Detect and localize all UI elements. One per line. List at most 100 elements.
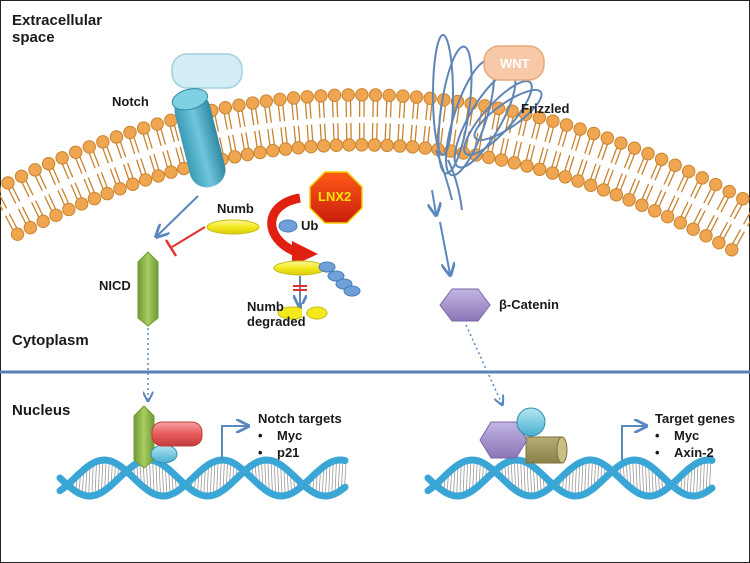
lipid-head-outer [300, 90, 314, 104]
lipid-tail [267, 129, 271, 148]
lipid-tail [557, 128, 564, 146]
dna-helix-wnt [424, 456, 716, 500]
lipid-head-inner [482, 150, 496, 165]
lipid-tail [34, 174, 43, 192]
lipid-tail [601, 142, 609, 160]
lipid-head-outer [136, 121, 151, 135]
lipid-head-inner [571, 174, 585, 188]
lipid-head-outer [600, 131, 615, 145]
dna-base-pair [590, 459, 593, 491]
lipid-tail [0, 203, 4, 211]
lipid-tail [113, 167, 122, 185]
dna-strand-2 [56, 456, 349, 500]
dna-base-pair [88, 465, 91, 496]
lipid-head-outer [627, 141, 642, 155]
lipid-head-outer [164, 113, 178, 127]
lipid-head-inner [329, 138, 344, 152]
lipid-tail [122, 163, 131, 182]
lipid-head-outer [423, 91, 437, 106]
dna-base-pair [705, 460, 709, 493]
wnt-transcription-arrow [621, 426, 645, 460]
notch-target-item: • Myc [258, 428, 303, 443]
dna-base-pair [689, 467, 693, 496]
lipid-tail [280, 127, 284, 146]
extracellular-space-label: Extracellular space [12, 12, 102, 46]
dna-base-pair [693, 465, 696, 497]
lipid-head-outer [123, 125, 137, 140]
lipid-head-inner [494, 153, 509, 167]
lipid-tail [567, 156, 575, 174]
lipid-tail [20, 180, 30, 198]
lipid-head-outer [273, 92, 287, 107]
lipid-tail [293, 126, 297, 145]
lipid-head-inner [584, 178, 598, 193]
lnx2-octagon [309, 171, 363, 224]
target-gene-axin2: Axin-2 [674, 445, 714, 460]
lipid-tail [87, 177, 96, 195]
lipid-tail [175, 147, 182, 166]
lipid-tail [250, 107, 255, 126]
lipid-tail [284, 126, 288, 145]
dna-base-pair [469, 460, 472, 493]
lipid-tail [538, 147, 545, 166]
dna-base-pair [686, 470, 689, 495]
lipid-tail [61, 188, 70, 206]
lipid-head-inner [558, 170, 572, 184]
lipid-head-outer [96, 135, 110, 149]
ub-label: Ub [301, 218, 319, 233]
lipid-head-outer [409, 90, 424, 104]
lipid-tail [542, 148, 549, 167]
dna-base-pair [209, 463, 213, 496]
lipid-head-outer [654, 152, 669, 166]
dna-base-pair [577, 463, 581, 496]
lipid-tail [696, 210, 706, 227]
lipid-tail [385, 99, 388, 118]
lipid-head-inner [240, 147, 255, 162]
dna-base-pair [94, 462, 97, 496]
lipid-tail [512, 140, 518, 159]
lipid-tail [716, 193, 727, 211]
lipid-tail [74, 182, 83, 200]
lipid-head-outer [14, 169, 29, 183]
dna-base-pair [465, 460, 469, 495]
lipid-head-inner [648, 204, 662, 218]
lipid-tail [667, 169, 677, 187]
lipid-tail [589, 163, 597, 182]
dna-base-pair [523, 461, 526, 495]
dna-base-pair [651, 467, 654, 496]
beta-catenin-label: β-Catenin [499, 297, 559, 312]
dna-base-pair [344, 460, 347, 488]
dna-base-pair [510, 460, 513, 487]
dna-base-pair [328, 463, 331, 496]
lipid-tail [422, 125, 426, 144]
lipid-tail [584, 136, 591, 154]
lipid-head-inner [418, 141, 432, 155]
lipid-tail [439, 127, 444, 146]
lipid-tail [637, 156, 646, 174]
lipid-head-outer [641, 146, 655, 161]
lipid-tail [550, 151, 558, 169]
lipid-tail [593, 165, 601, 183]
dna-base-pair [155, 461, 158, 495]
dna-base-pair [520, 460, 523, 494]
lipid-tail [232, 134, 237, 153]
lipid-tail [24, 178, 34, 196]
dna-base-pair [334, 460, 337, 494]
notch-transcription-complex [133, 405, 203, 469]
lipid-tail [610, 145, 619, 164]
lipid-head-outer [341, 88, 355, 102]
lipid-tail [119, 139, 127, 158]
lipid-head-inner [660, 209, 675, 224]
lipid-head-inner [533, 162, 547, 177]
cell-membrane [0, 88, 750, 257]
lipid-tail [322, 99, 325, 118]
lipid-tail [149, 155, 156, 173]
lipid-tail [92, 149, 100, 167]
notch-label: Notch [112, 94, 149, 109]
lipid-tail [657, 191, 667, 209]
lipid-head-inner [151, 169, 166, 183]
lipid-tail [136, 159, 143, 178]
lipid-tail [522, 118, 528, 137]
lipid-tail [310, 124, 314, 143]
